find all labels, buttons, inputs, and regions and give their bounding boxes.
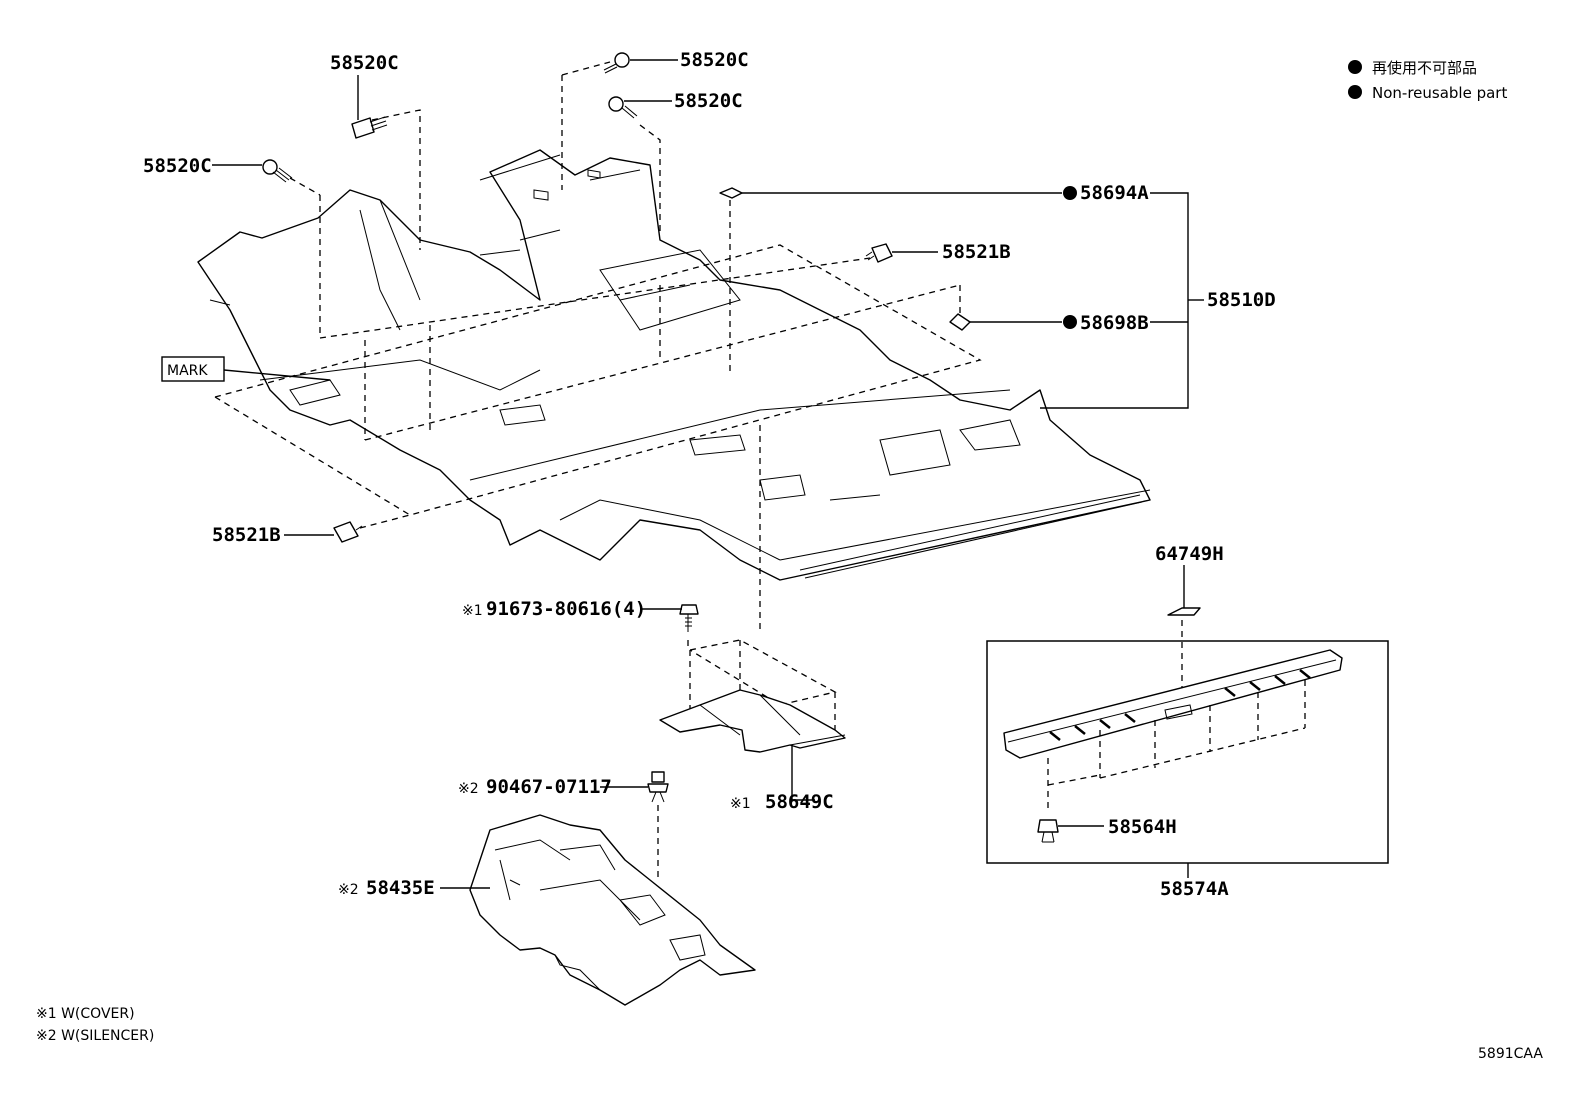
callout-58520c-b: 58520C	[143, 155, 212, 177]
callout-58521b-a: 58521B	[942, 241, 1011, 263]
non-reusable-dot-icon	[1348, 85, 1362, 99]
mark-label: MARK	[167, 363, 208, 379]
alignment-dashes	[214, 61, 982, 630]
scuff-plate-group-box	[986, 640, 1389, 878]
callout-58694a: 58694A	[1080, 182, 1149, 204]
legend-en: Non-reusable part	[1372, 84, 1507, 102]
bracket-58510d	[1040, 192, 1204, 409]
note-1: ※1 W(COVER)	[36, 1006, 135, 1022]
callout-58564h: 58564H	[1108, 816, 1177, 838]
clip-58521b-b[interactable]	[284, 514, 411, 543]
callout-58520c-c: 58520C	[680, 49, 749, 71]
callout-58435e-prefix: ※2	[338, 882, 359, 898]
callout-58520c-a: 58520C	[330, 52, 399, 74]
figure-code: 5891CAA	[1478, 1046, 1543, 1062]
clip-58521b-a[interactable]	[865, 243, 938, 263]
callout-90467: 90467-07117	[486, 776, 612, 798]
callout-58649c: 58649C	[765, 791, 834, 813]
screw-58520c-c[interactable]	[603, 52, 678, 74]
screw-58520c-d[interactable]	[608, 96, 672, 119]
non-reusable-dot-icon	[1063, 315, 1077, 329]
cover-58649c[interactable]	[659, 639, 846, 801]
callout-58521b-b: 58521B	[212, 524, 281, 546]
scuff-plate[interactable]	[1003, 649, 1343, 810]
callout-91673-prefix: ※1	[462, 603, 483, 619]
legend: 再使用不可部品 Non-reusable part	[1348, 59, 1507, 102]
clip-90467[interactable]	[600, 771, 669, 880]
callout-90467-prefix: ※2	[458, 781, 479, 797]
non-reusable-dot-icon	[1063, 186, 1077, 200]
clip-58694a[interactable]	[719, 186, 1077, 200]
non-reusable-dot-icon	[1348, 60, 1362, 74]
note-2: ※2 W(SILENCER)	[36, 1028, 154, 1044]
clip-58520c-a[interactable]	[351, 75, 388, 139]
bolt-91673[interactable]	[640, 604, 699, 632]
mark-label-box	[161, 356, 225, 382]
mark-label-group: MARK	[161, 356, 331, 382]
callout-58520c-d: 58520C	[674, 90, 743, 112]
callout-58435e: 58435E	[366, 877, 435, 899]
callout-58574a: 58574A	[1160, 878, 1229, 900]
callout-64749h: 64749H	[1155, 543, 1224, 565]
legend-jp: 再使用不可部品	[1372, 59, 1477, 77]
clip-58698b[interactable]	[949, 313, 1077, 331]
callout-91673: 91673-80616(4)	[486, 598, 646, 620]
callout-58649c-prefix: ※1	[730, 796, 751, 812]
silencer-58435e[interactable]	[440, 814, 756, 1006]
callout-58510d: 58510D	[1207, 289, 1276, 311]
clip-58564h[interactable]	[1037, 819, 1104, 843]
floor-carpet-58510d[interactable]	[197, 149, 1151, 581]
callout-58698b: 58698B	[1080, 312, 1149, 334]
clip-64749h[interactable]	[1167, 565, 1201, 710]
screw-58520c-b[interactable]	[212, 159, 293, 183]
